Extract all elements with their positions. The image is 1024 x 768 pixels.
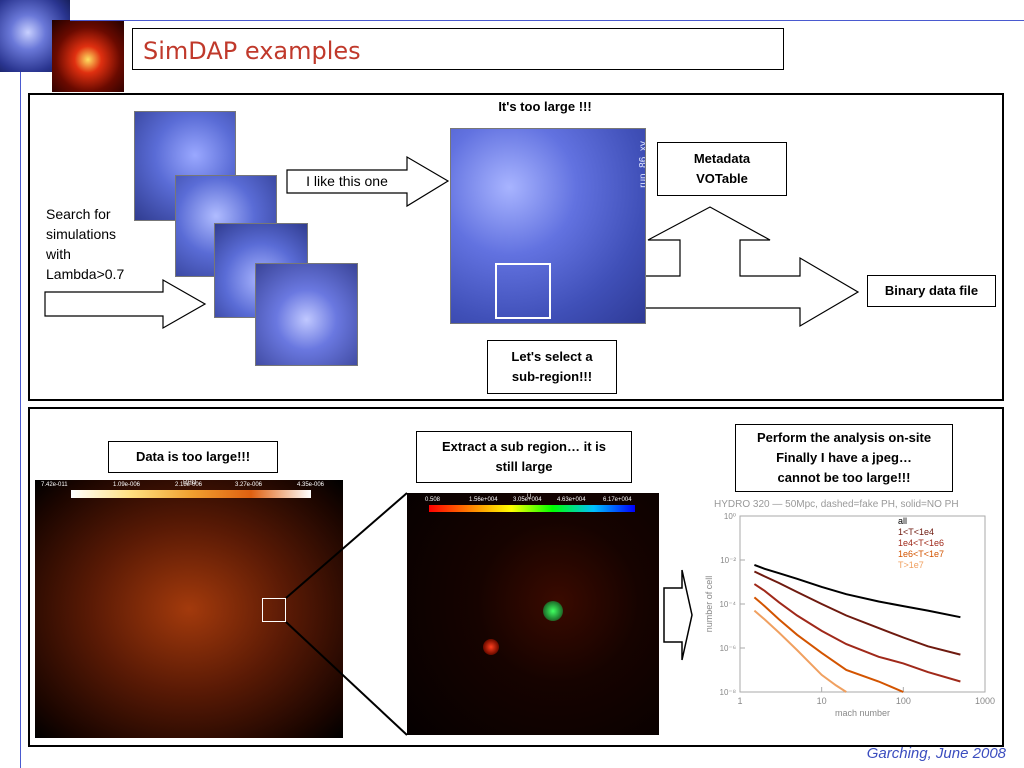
extract-line-2: still large: [495, 459, 553, 474]
x-axis-label: mach number: [835, 708, 890, 718]
analysis-line-3: cannot be too large!!!: [777, 470, 911, 486]
legend-entry-3: 1e6<T<1e7: [898, 549, 944, 559]
chart-title: HYDRO 320 — 50Mpc, dashed=fake PH, solid…: [714, 499, 959, 510]
series-line-0: [754, 563, 961, 619]
select-region-box[interactable]: Let's select a sub-region!!!: [487, 340, 617, 394]
u-tick-0: 0.508: [425, 497, 441, 503]
rho-tick-0: 7.42e-011: [41, 482, 68, 488]
frame-line-left: [20, 72, 21, 768]
y-axis-label: number of cell: [704, 576, 714, 633]
x-tick-label: 10: [817, 696, 827, 706]
main-simulation-image[interactable]: run_86_xy: [450, 128, 646, 324]
chart-plot-area: [739, 515, 986, 693]
search-text-line-4: Lambda>0.7: [46, 266, 125, 282]
search-text-line-1: Search for: [46, 206, 111, 222]
u-hotspot-green: [543, 601, 563, 621]
mach-chart: HYDRO 320 — 50Mpc, dashed=fake PH, solid…: [704, 499, 995, 718]
x-tick-label: 1000: [975, 696, 995, 706]
analysis-line-2: Finally I have a jpeg…: [776, 449, 912, 465]
y-tick-label: 10⁻⁸: [720, 688, 737, 697]
x-tick-label: 100: [896, 696, 911, 706]
search-text-line-3: with: [46, 246, 71, 262]
corner-sim-image-red: [52, 20, 124, 92]
u-colorbar: [429, 505, 635, 512]
binary-data-box[interactable]: Binary data file: [867, 275, 996, 307]
extract-box: Extract a sub region… it is still large: [416, 431, 632, 483]
series-line-1: [753, 570, 961, 656]
analysis-box: Perform the analysis on-site Finally I h…: [735, 424, 953, 492]
title-box: SimDAP examples: [132, 28, 784, 70]
legend-entry-1: 1<T<1e4: [898, 527, 934, 537]
y-tick-label: 10⁻⁶: [720, 644, 736, 653]
u-tick-2: 3.05e+004: [513, 497, 542, 503]
search-text-line-2: simulations: [46, 226, 117, 242]
too-large-label: It's too large !!!: [498, 99, 592, 114]
legend-entry-0: all: [898, 516, 907, 526]
u-tick-4: 6.17e+004: [603, 497, 632, 503]
search-arrow: [44, 278, 207, 330]
metadata-line-2: VOTable: [696, 171, 748, 186]
rho-tick-3: 3.27e-006: [235, 482, 263, 488]
u-hotspot-red: [483, 639, 499, 655]
series-line-2: [753, 583, 961, 683]
y-tick-label: 10⁻⁴: [719, 600, 736, 609]
zoom-square[interactable]: [262, 598, 286, 622]
legend-entry-2: 1e4<T<1e6: [898, 538, 944, 548]
like-arrow: [286, 155, 450, 208]
extract-line-1: Extract a sub region… it is: [442, 438, 606, 454]
rho-tick-4: 4.35e-006: [297, 482, 325, 488]
binary-data-text: Binary data file: [884, 282, 979, 298]
select-line-2: sub-region!!!: [511, 369, 593, 384]
metadata-box[interactable]: Metadata VOTable: [657, 142, 787, 196]
like-label: I like this one: [292, 172, 402, 191]
sim-thumbnail-4[interactable]: [255, 263, 358, 366]
subregion-render[interactable]: U 0.508 1.56e+004 3.05e+004 4.63e+004 6.…: [407, 493, 659, 735]
analysis-arrow: [663, 569, 693, 661]
rho-title: RHO: [183, 480, 197, 486]
series-line-4: [753, 609, 847, 693]
selection-rectangle[interactable]: [495, 263, 551, 319]
legend-entry-4: T>1e7: [898, 560, 924, 570]
data-large-text: Data is too large!!!: [135, 448, 251, 464]
search-text: Search for simulations with Lambda>0.7: [46, 204, 136, 284]
frame-line-top: [70, 20, 1024, 21]
u-title: U: [527, 494, 532, 500]
y-tick-label: 10⁰: [724, 512, 736, 521]
y-tick-label: 10⁻²: [720, 556, 736, 565]
slide-title: SimDAP examples: [143, 37, 361, 65]
analysis-line-1: Perform the analysis on-site: [756, 429, 932, 445]
like-text: I like this one: [306, 172, 388, 189]
select-line-1: Let's select a: [511, 348, 593, 364]
series-line-3: [753, 596, 904, 693]
u-tick-1: 1.56e+004: [469, 497, 498, 503]
x-tick-label: 1: [737, 696, 742, 706]
footer-text: Garching, June 2008: [866, 745, 1006, 762]
rho-tick-1: 1.09e-006: [113, 482, 141, 488]
rho-colorbar: [71, 490, 311, 498]
rho-tick-2: 2.18e-006: [175, 482, 203, 488]
density-render[interactable]: RHO 7.42e-011 1.09e-006 2.18e-006 3.27e-…: [35, 480, 343, 738]
u-tick-3: 4.63e+004: [557, 497, 586, 503]
data-large-box: Data is too large!!!: [108, 441, 278, 473]
metadata-line-1: Metadata: [693, 150, 751, 166]
